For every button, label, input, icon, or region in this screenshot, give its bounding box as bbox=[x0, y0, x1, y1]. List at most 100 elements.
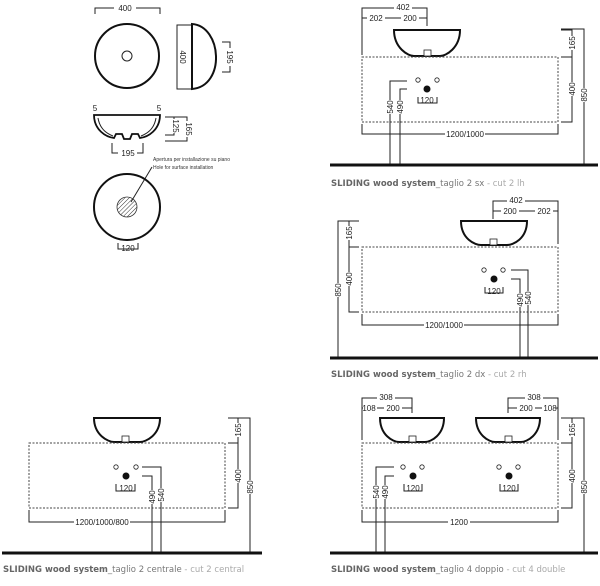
basin-views: 400 400 195 5 5 125 165 195 Ape bbox=[93, 3, 234, 253]
installation-hole-view: Apertura per installazione su piano Hole… bbox=[93, 157, 230, 253]
dim-top-width: 400 bbox=[118, 4, 132, 13]
dim-540: 540 bbox=[157, 488, 166, 502]
dim-490: 490 bbox=[516, 293, 525, 307]
dim-165: 165 bbox=[568, 423, 577, 437]
dim-200-right: 200 bbox=[519, 404, 533, 413]
dim-850: 850 bbox=[246, 480, 255, 494]
panel-cut-2-rh: 402 200 202 120 490 540 1200/1000 165 40… bbox=[330, 196, 598, 380]
note-italian: Apertura per installazione su piano bbox=[153, 157, 230, 163]
caption: SLIDING wood system_taglio 2 dx - cut 2 … bbox=[331, 370, 527, 380]
dim-width: 1200/1000 bbox=[446, 130, 484, 139]
basin-side-outline bbox=[191, 22, 217, 91]
washbasin-right bbox=[474, 417, 542, 443]
panel-cut-2-central: 120 490 540 1200/1000/800 165 400 850 SL… bbox=[2, 417, 262, 575]
dim-side-depth: 195 bbox=[225, 50, 234, 64]
basin-top-outline bbox=[94, 23, 160, 89]
dim-165: 165 bbox=[234, 423, 243, 437]
water-inlet-icon bbox=[133, 464, 139, 470]
dim-308-left: 308 bbox=[379, 393, 393, 402]
dim-202: 202 bbox=[369, 14, 383, 23]
dim-200-left: 200 bbox=[386, 404, 400, 413]
washbasin bbox=[459, 220, 529, 246]
dim-108-right: 108 bbox=[543, 404, 557, 413]
cabinet-outline bbox=[361, 56, 559, 123]
drain bbox=[423, 49, 432, 57]
cabinet-outline bbox=[361, 246, 559, 313]
water-inlet-icon bbox=[419, 464, 425, 470]
drain bbox=[504, 435, 513, 443]
dim-490: 490 bbox=[396, 100, 405, 114]
basin-front-outline bbox=[93, 114, 161, 140]
dim-front-inner-height: 125 bbox=[171, 119, 180, 133]
dim-308-right: 308 bbox=[527, 393, 541, 402]
dim-width: 1200/1000/800 bbox=[75, 518, 129, 527]
drain bbox=[408, 435, 417, 443]
dim-165: 165 bbox=[345, 226, 354, 240]
dim-side-height: 400 bbox=[178, 50, 187, 64]
drain bbox=[489, 238, 498, 246]
dim-120-left: 120 bbox=[406, 484, 420, 493]
basin-bottom-outline bbox=[93, 173, 161, 241]
dim-202: 202 bbox=[537, 207, 551, 216]
dim-540: 540 bbox=[386, 100, 395, 114]
waste-outlet-icon bbox=[505, 472, 513, 480]
dim-front-total-height: 165 bbox=[184, 122, 193, 136]
side-view: 400 195 bbox=[176, 22, 234, 91]
dim-400: 400 bbox=[234, 469, 243, 483]
dim-850: 850 bbox=[580, 88, 589, 102]
water-inlet-icon bbox=[113, 464, 119, 470]
dim-120: 120 bbox=[420, 96, 434, 105]
front-view: 5 5 125 165 195 bbox=[93, 104, 193, 158]
cabinet-outline bbox=[361, 442, 559, 509]
dim-rim-right: 5 bbox=[157, 104, 162, 113]
waste-outlet-icon bbox=[423, 85, 431, 93]
panel-cut-4-double: 308 308 108 200 200 108 120 120 540 490 … bbox=[330, 393, 598, 575]
dim-165: 165 bbox=[568, 36, 577, 50]
water-inlet-icon bbox=[481, 267, 487, 273]
cabinet-outline bbox=[28, 442, 226, 509]
dim-490: 490 bbox=[148, 490, 157, 504]
waste-outlet-icon bbox=[490, 275, 498, 283]
dim-850: 850 bbox=[580, 480, 589, 494]
washbasin-left bbox=[378, 417, 446, 443]
dim-402: 402 bbox=[509, 196, 523, 205]
installation-hole bbox=[116, 196, 138, 218]
washbasin bbox=[392, 29, 462, 57]
water-inlet-icon bbox=[434, 77, 440, 83]
caption: SLIDING wood system_taglio 2 sx - cut 2 … bbox=[331, 179, 525, 189]
dim-400: 400 bbox=[568, 469, 577, 483]
dim-400: 400 bbox=[345, 272, 354, 286]
note-english: Hole for surface installation bbox=[153, 165, 214, 171]
dim-400: 400 bbox=[568, 82, 577, 96]
caption: SLIDING wood system_taglio 2 centrale - … bbox=[3, 565, 244, 575]
dim-850: 850 bbox=[334, 283, 343, 297]
dim-rim-left: 5 bbox=[93, 104, 98, 113]
dim-width: 1200/1000 bbox=[425, 321, 463, 330]
dim-hole-diameter: 120 bbox=[121, 244, 135, 253]
caption: SLIDING wood system_taglio 4 doppio - cu… bbox=[331, 565, 565, 575]
dim-490: 490 bbox=[381, 485, 390, 499]
top-view: 400 bbox=[94, 3, 161, 89]
waste-outlet-icon bbox=[122, 472, 130, 480]
dim-200: 200 bbox=[403, 14, 417, 23]
washbasin bbox=[92, 417, 162, 443]
dim-120-right: 120 bbox=[502, 484, 516, 493]
dim-108-left: 108 bbox=[362, 404, 376, 413]
waste-outlet-icon bbox=[409, 472, 417, 480]
dim-540: 540 bbox=[524, 291, 533, 305]
dim-front-base: 195 bbox=[121, 149, 135, 158]
water-inlet-icon bbox=[496, 464, 502, 470]
dim-540: 540 bbox=[372, 485, 381, 499]
dim-120: 120 bbox=[119, 484, 133, 493]
dim-120: 120 bbox=[487, 287, 501, 296]
dim-width: 1200 bbox=[450, 518, 468, 527]
water-inlet-icon bbox=[415, 77, 421, 83]
drain bbox=[121, 435, 130, 443]
water-inlet-icon bbox=[515, 464, 521, 470]
drain-hole bbox=[121, 50, 133, 62]
water-inlet-icon bbox=[400, 464, 406, 470]
water-inlet-icon bbox=[500, 267, 506, 273]
dim-200: 200 bbox=[503, 207, 517, 216]
panel-cut-2-lh: 402 202 200 120 540 490 1200/1000 165 40… bbox=[330, 3, 598, 189]
